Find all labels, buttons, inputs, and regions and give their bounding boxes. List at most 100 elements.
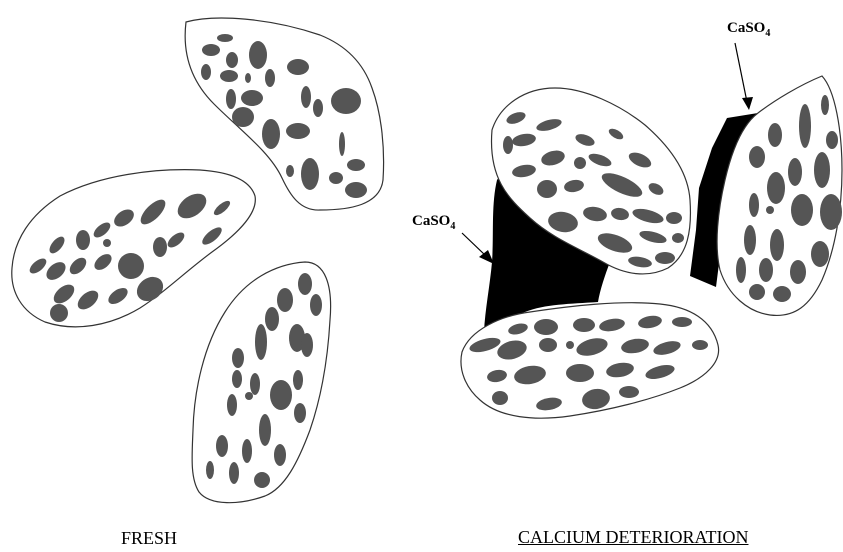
pore [232,107,254,127]
pore [265,307,279,331]
pore [749,146,765,168]
pore [202,44,220,56]
pore [241,90,263,106]
pore [226,89,236,109]
pore [294,403,306,423]
pore [655,252,675,264]
pore [259,414,271,446]
pore [826,131,838,149]
pore [118,253,144,279]
pore [226,52,238,68]
pore [232,348,244,368]
aggregate-grain [717,76,842,315]
caso4-label: CaSO4 [412,213,455,232]
pore [301,158,319,190]
pore [492,391,508,405]
pore [339,132,345,156]
caso4-annotation-upper: CaSO4 [727,20,770,110]
pore [811,241,829,267]
pore [820,194,842,230]
pore [227,394,237,416]
arrow-head [742,97,753,110]
pore [286,123,310,139]
fresh-aggregate-group [12,18,384,503]
pore [503,136,513,154]
pore [216,435,228,457]
fresh-label: FRESH [121,528,177,549]
pore [206,461,214,479]
pore [245,392,253,400]
pore [254,472,270,488]
pore [286,165,294,177]
calcium-deterioration-label: CALCIUM DETERIORATION [518,527,748,548]
pore [672,317,692,327]
pore [329,172,343,184]
aggregate-grain [192,262,331,503]
pore [220,70,238,82]
aggregate-grain [12,170,256,327]
pore [770,229,784,261]
deteriorated-aggregate-group: CaSO4 CaSO4 [412,20,842,418]
pore [274,444,286,466]
pore [232,370,242,388]
pore [537,180,557,198]
pore [217,34,233,42]
pore [749,193,759,217]
pore [262,119,280,149]
caso4-label: CaSO4 [727,20,770,39]
pore [250,373,260,395]
pore [76,230,90,250]
pore [672,233,684,243]
pore [301,333,313,357]
pore [310,294,322,316]
arrow-line [462,233,485,255]
pore [331,88,361,114]
pore [153,237,167,257]
pore [249,41,267,69]
pore [103,239,111,247]
pore [768,123,782,147]
pore [574,157,586,169]
pore [245,73,251,83]
pore [287,59,309,75]
pore [791,194,813,226]
pore [788,158,802,186]
pore [313,99,323,117]
pore [277,288,293,312]
pore [773,286,791,302]
pore [229,462,239,484]
pore [270,380,292,410]
pore [821,95,829,115]
pore [539,338,557,352]
pore [767,172,785,204]
pore [566,364,594,382]
pore [534,319,558,335]
pore [799,104,811,148]
pore [50,304,68,322]
grain-outline [12,170,256,327]
caso4-annotation-left: CaSO4 [412,213,494,264]
pore [666,212,682,224]
pore [255,324,267,360]
pore [766,206,774,214]
pore [301,86,311,108]
pore [566,341,574,349]
pore [749,284,765,300]
aggregate-grain [461,303,719,418]
pore [265,69,275,87]
pore [298,273,312,295]
pore [759,258,773,282]
pore [242,439,252,463]
pore [744,225,756,255]
pore [293,370,303,390]
arrow-line [735,43,747,102]
pore [814,152,830,188]
pore [790,260,806,284]
pore [573,318,595,332]
pore [619,386,639,398]
pore [736,257,746,283]
pore [345,182,367,198]
pore [692,340,708,350]
pore [347,159,365,171]
